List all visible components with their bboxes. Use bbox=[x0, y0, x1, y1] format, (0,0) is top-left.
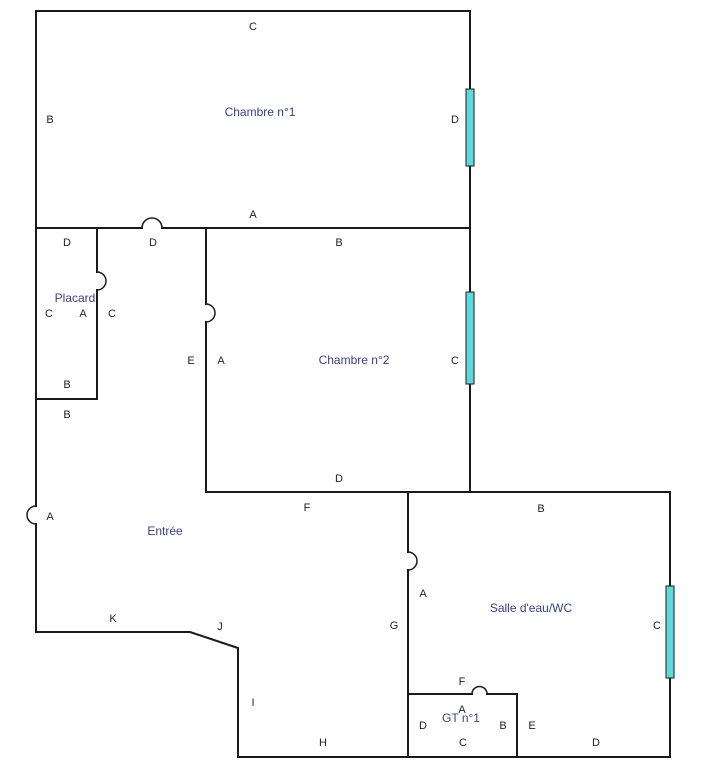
window-chambre2 bbox=[465, 291, 475, 385]
wall-label: G bbox=[390, 620, 399, 632]
door-chambre2 bbox=[205, 303, 216, 323]
wall-label: B bbox=[335, 237, 342, 249]
wall-label: E bbox=[528, 720, 535, 732]
wall-label: C bbox=[108, 308, 116, 320]
windows bbox=[465, 88, 675, 679]
room-name-placard: Placard bbox=[55, 291, 96, 305]
room-name-gt1: GT n°1 bbox=[442, 711, 480, 725]
wall-label: C bbox=[451, 355, 459, 367]
wall-label: B bbox=[499, 720, 506, 732]
wall-label: E bbox=[187, 355, 194, 367]
room-names: Chambre n°1 Placard Chambre n°2 Entrée S… bbox=[55, 105, 573, 725]
room-name-chambre2: Chambre n°2 bbox=[319, 353, 390, 367]
wall-label: B bbox=[537, 503, 544, 515]
door-entree bbox=[26, 505, 37, 525]
window-salle-eau bbox=[665, 585, 675, 679]
wall-label: D bbox=[592, 737, 600, 749]
wall-label: D bbox=[63, 237, 71, 249]
wall-label: F bbox=[459, 676, 466, 688]
doors bbox=[26, 217, 488, 695]
room-name-entree: Entrée bbox=[147, 524, 183, 538]
wall-label: C bbox=[459, 737, 467, 749]
wall-label: A bbox=[249, 209, 257, 221]
wall-label: A bbox=[46, 511, 54, 523]
wall-label: A bbox=[458, 704, 466, 716]
wall-label: I bbox=[251, 697, 254, 709]
wall-label: F bbox=[304, 502, 311, 514]
wall-label: A bbox=[79, 308, 87, 320]
wall-label: C bbox=[653, 620, 661, 632]
wall-entree-lower bbox=[35, 631, 409, 758]
door-chambre1 bbox=[141, 217, 163, 229]
wall-label: D bbox=[149, 237, 157, 249]
door-gt1 bbox=[471, 685, 488, 695]
room-name-chambre1: Chambre n°1 bbox=[225, 105, 296, 119]
walls bbox=[35, 10, 671, 758]
wall-label: K bbox=[109, 613, 117, 625]
wall-label: A bbox=[419, 588, 427, 600]
wall-label: D bbox=[335, 473, 343, 485]
wall-label: B bbox=[63, 409, 70, 421]
wall-label: D bbox=[451, 114, 459, 126]
wall-label: B bbox=[46, 114, 53, 126]
wall-label: B bbox=[63, 379, 70, 391]
wall-label: D bbox=[419, 720, 427, 732]
door-placard bbox=[96, 271, 107, 291]
room-name-salle-eau: Salle d'eau/WC bbox=[490, 601, 573, 615]
window-chambre1 bbox=[465, 88, 475, 167]
wall-chambre1 bbox=[35, 10, 471, 229]
door-salle-eau bbox=[407, 551, 418, 571]
wall-label: H bbox=[319, 737, 327, 749]
wall-labels: C B D A D C A B C D B E A C D B A F K J … bbox=[45, 21, 661, 749]
wall-label: A bbox=[217, 355, 225, 367]
wall-label: C bbox=[249, 21, 257, 33]
wall-label: C bbox=[45, 308, 53, 320]
wall-label: J bbox=[217, 621, 223, 633]
wall-salle-eau-outer bbox=[516, 491, 671, 758]
